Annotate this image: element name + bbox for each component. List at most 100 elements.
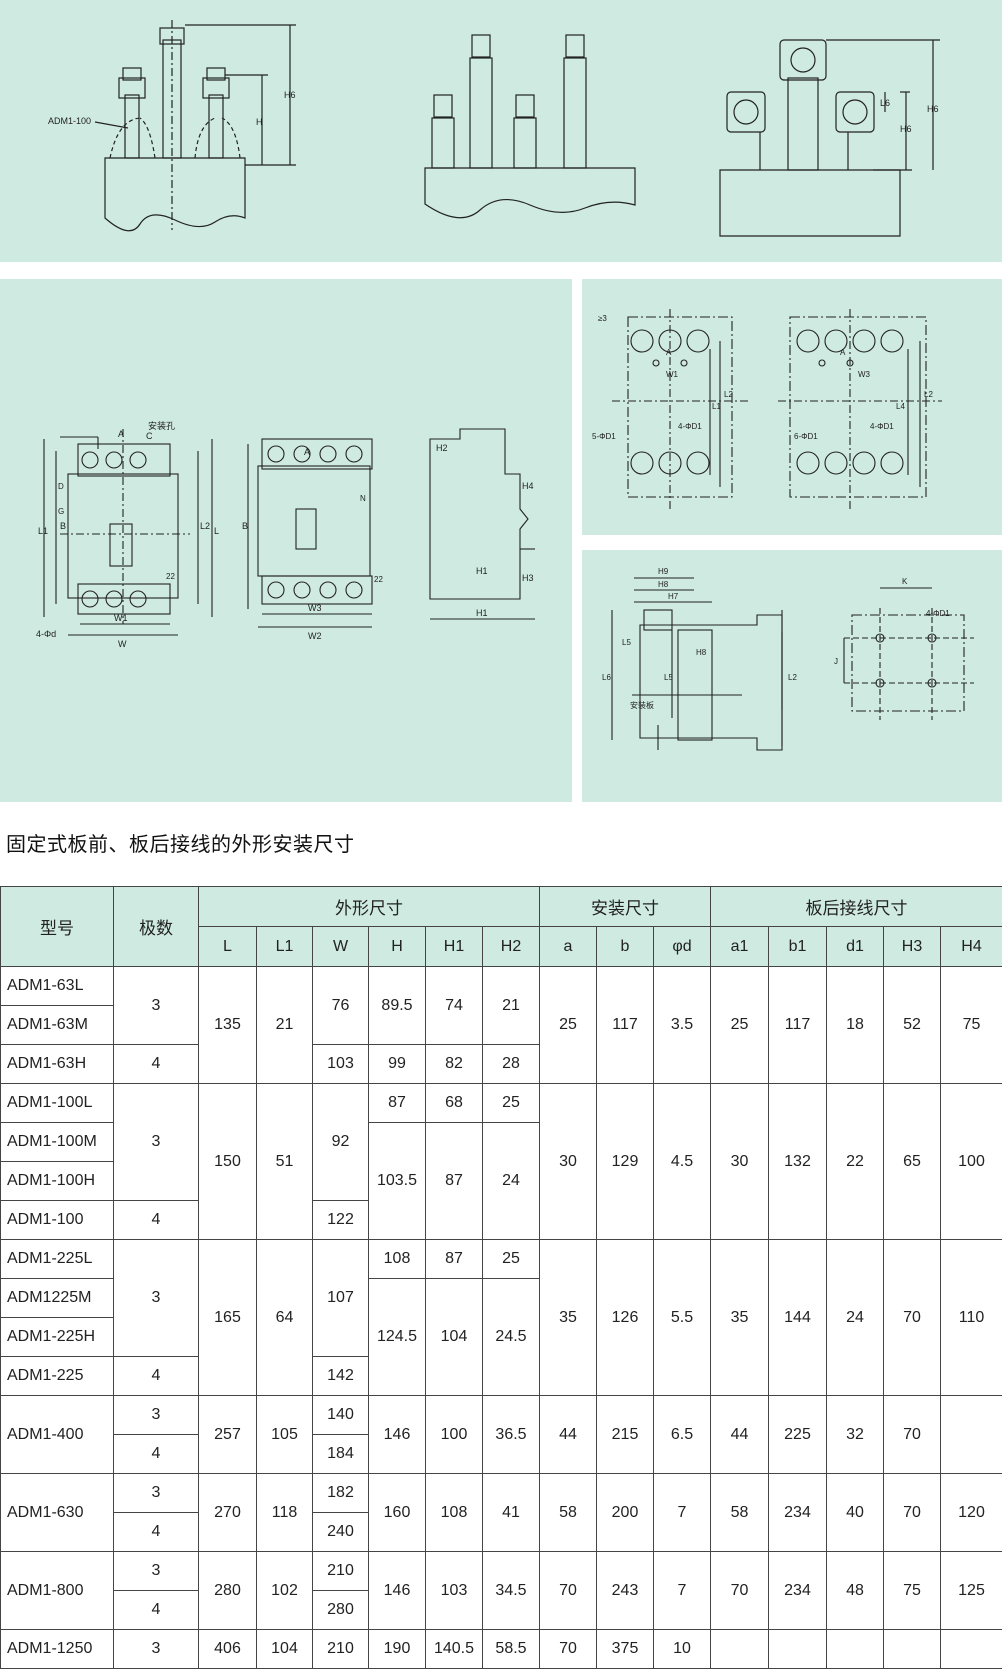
dim-h6-a: H6: [284, 90, 296, 100]
cell-w: 210: [312, 1551, 369, 1591]
table-row: 4 240: [1, 1512, 1002, 1552]
dim-a-4p: A: [304, 447, 310, 457]
cell-h1: 108: [425, 1473, 483, 1552]
dim-l6: L6: [880, 98, 890, 108]
cell-l: 270: [198, 1473, 257, 1552]
dim-h6-c: H6: [927, 104, 939, 114]
model-cell: ADM1-100H: [0, 1161, 114, 1201]
dim-l4-hole4: L4: [896, 402, 905, 411]
cell-b: 215: [596, 1395, 654, 1474]
cell-b: 129: [596, 1083, 654, 1240]
dim-l2-hole3: L2: [724, 390, 733, 399]
cell-h3: 75: [883, 1551, 941, 1630]
cell-phid: 3.5: [653, 966, 711, 1084]
table-row: ADM1-225H: [0, 1317, 1002, 1357]
table-row: 4 184: [1, 1434, 1002, 1474]
table-row: ADM1225M 124.5 104 24.5: [0, 1278, 1002, 1396]
cell-b1: 234: [768, 1551, 827, 1630]
cell-d1: 40: [826, 1473, 884, 1552]
cell-h3: 70: [883, 1473, 941, 1552]
poles-cell: 4: [113, 1590, 199, 1630]
table-row: ADM1-400 3 257 105 140 146 100 36.5 44 2…: [0, 1395, 1002, 1474]
cell-phid: 10: [653, 1629, 711, 1669]
hole-pattern-panel: ≥3 A W1 5-ΦD1 4-ΦD1 L1 L2 A W3 6-ΦD1 4-Φ…: [582, 279, 1002, 535]
cell-w: 92: [312, 1083, 369, 1201]
cell-w: 76: [312, 966, 369, 1045]
cell-b: 243: [596, 1551, 654, 1630]
outline-drawings-panel: 安装孔 A C B L1 L2 L W1 W 4-Φd 22 D G A B N…: [0, 279, 572, 802]
cell-h2: 24.5: [482, 1278, 540, 1396]
col-b1: b1: [768, 926, 827, 967]
dim-h8-box: H8: [696, 648, 707, 657]
dim-h2-side: H2: [436, 443, 448, 453]
cell-w: 280: [312, 1590, 369, 1630]
model-cell: ADM1-1250: [0, 1629, 114, 1669]
cell-h2: 34.5: [482, 1551, 540, 1630]
cell-h2: 24: [482, 1122, 540, 1240]
cell-h2: 58.5: [482, 1629, 540, 1669]
dim-w-front: W: [118, 639, 127, 649]
col-a: a: [539, 926, 597, 967]
dim-a-hole3: A: [666, 348, 672, 357]
poles-cell: 4: [113, 1434, 199, 1474]
col-w: W: [312, 926, 369, 967]
col-poles-header: 极数: [113, 886, 199, 967]
cell-phid: 4.5: [653, 1083, 711, 1240]
cell-h2: 25: [482, 1083, 540, 1123]
cell-w: 182: [312, 1473, 369, 1513]
cell-a: 30: [539, 1083, 597, 1240]
cell-b1: [768, 1629, 827, 1669]
group-outline-header: 外形尺寸: [198, 886, 540, 927]
model-cell: ADM1-63H: [0, 1044, 114, 1084]
cell-a1: 58: [710, 1473, 769, 1552]
cell-l1: 21: [256, 966, 313, 1084]
col-h: H: [368, 926, 426, 967]
cell-w: 184: [312, 1434, 369, 1474]
cell-h3: [883, 1629, 941, 1669]
cell-l: 150: [198, 1083, 257, 1240]
cell-a1: 70: [710, 1551, 769, 1630]
cell-phid: 5.5: [653, 1239, 711, 1396]
cell-w: 240: [312, 1512, 369, 1552]
poles-cell: 4: [113, 1044, 199, 1084]
model-cell: ADM1-100L: [0, 1083, 114, 1123]
model-cell: ADM1-400: [0, 1395, 114, 1474]
cell-l: 135: [198, 966, 257, 1084]
poles-cell: 3: [113, 1083, 199, 1201]
cell-l: 280: [198, 1551, 257, 1630]
model-cell: ADM1225M: [0, 1278, 114, 1318]
header-row-groups: 型号 极数 外形尺寸 安装尺寸 板后接线尺寸: [0, 886, 1002, 967]
cell-h1: 68: [425, 1083, 483, 1123]
col-b: b: [596, 926, 654, 967]
section-title: 固定式板前、板后接线的外形安装尺寸: [6, 832, 355, 856]
dim-w3-4p: W3: [308, 603, 322, 613]
dimensions-table: 型号 极数 外形尺寸 安装尺寸 板后接线尺寸 L L1 W H H1 H2 a …: [0, 886, 1002, 1669]
col-h4: H4: [939, 926, 1002, 967]
cell-h2: 21: [482, 966, 540, 1045]
cell-a: 70: [539, 1629, 597, 1669]
cell-h: 124.5: [368, 1278, 426, 1396]
model-cell: ADM1-63L: [0, 966, 114, 1006]
cell-a1: 30: [710, 1083, 769, 1240]
dim-k: K: [902, 577, 908, 586]
cell-h2: 25: [482, 1239, 540, 1279]
cell-phid: 6.5: [653, 1395, 711, 1474]
model-cell: ADM1-100M: [0, 1122, 114, 1162]
cell-h4: [939, 1629, 1002, 1669]
cell-h3: 70: [883, 1395, 941, 1474]
dim-h8-top: H8: [658, 580, 669, 589]
cell-b: 126: [596, 1239, 654, 1396]
cell-a1: [710, 1629, 769, 1669]
cell-w: 142: [312, 1356, 369, 1396]
poles-cell: 4: [113, 1200, 199, 1240]
cell-h: 190: [368, 1629, 426, 1669]
col-h2: H2: [482, 926, 540, 967]
cell-b1: 234: [768, 1473, 827, 1552]
dim-5phid1: 5-ΦD1: [592, 432, 616, 441]
rear-mount-drawings: H9 H8 H7 L5 L5 L6 L2 H8 安装板 K 4-ΦD1 J: [602, 567, 974, 751]
dim-b-front: B: [60, 521, 66, 531]
cell-h1: 104: [425, 1278, 483, 1396]
cell-h4: [939, 1395, 1002, 1474]
dim-w2-4p: W2: [308, 631, 322, 641]
dim-a-front: A: [118, 429, 124, 439]
